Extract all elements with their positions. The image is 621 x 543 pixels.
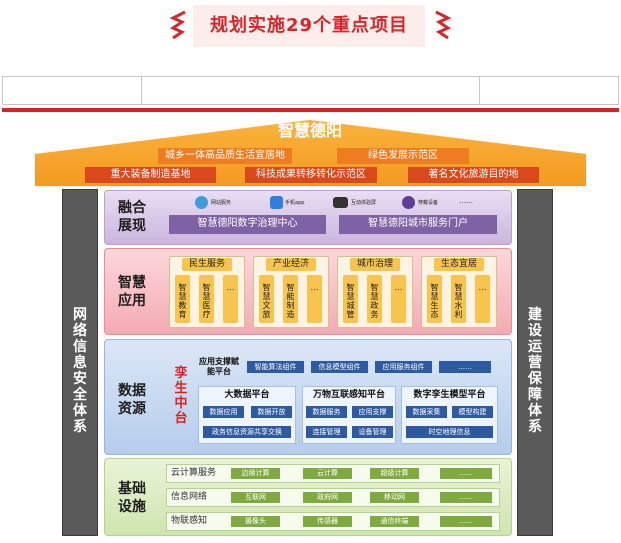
right-pillar-label: 建设运营保障体系 (528, 307, 542, 435)
group-head: 城市治理 (350, 258, 400, 271)
roof-goal: 著名文化旅游目的地 (408, 167, 539, 183)
portal-box: 智慧德阳城市服务门户 (339, 215, 497, 234)
group-head: 产业经济 (266, 258, 316, 271)
platform-item: 数据开放 (251, 406, 292, 418)
right-pillar (517, 189, 553, 536)
table-divider (479, 76, 480, 105)
layer-applications-label: 智慧应用 (118, 275, 146, 309)
platform-item: 数据采集 (406, 406, 447, 418)
infra-item: 边缘计算 (231, 468, 280, 479)
platform-title: 数字孪生模型平台 (413, 390, 486, 400)
support-item: 信息模型组件 (311, 361, 368, 373)
infra-item: 摄像头 (231, 516, 280, 527)
support-platform-label: 应用支撑赋能平台 (199, 357, 239, 376)
infra-item: …… (440, 516, 492, 527)
empty-table (2, 76, 619, 105)
group-head: 民生服务 (182, 258, 232, 271)
app-tile: 智慧教育 (175, 275, 190, 323)
wearable-icon (402, 196, 415, 209)
infra-row-label: 物联感知 (171, 516, 208, 526)
platform-item: 模型构建 (452, 406, 493, 418)
platform-title: 大数据平台 (224, 390, 270, 400)
roof-goal: 绿色发展示范区 (337, 148, 469, 164)
app-tile: 智慧生态 (427, 275, 442, 323)
platform-item: 政务信息资源共享交换 (203, 426, 291, 438)
layer-presentation-label: 融合展现 (118, 200, 146, 234)
platform-item: 数据服务 (306, 406, 347, 418)
left-pillar (62, 189, 98, 536)
layer-data-label: 数据资源 (118, 383, 146, 417)
globe-icon (195, 196, 208, 209)
app-label: 互动体验屏 (351, 200, 377, 206)
platform-title: 万物互联感知平台 (312, 390, 385, 400)
roof-title: 智慧德阳 (277, 121, 342, 140)
infra-item: 移动网 (370, 492, 419, 503)
left-ribbon-icon (170, 10, 186, 40)
infra-row-label: 云计算服务 (171, 468, 217, 478)
roof-goal: 重大装备制造基地 (85, 167, 216, 183)
roof-goal: 城乡一体高品质生活宜居地 (158, 148, 292, 164)
infra-item: 互联网 (231, 492, 280, 503)
more-label: …… (459, 197, 473, 205)
support-item: 应用服务组件 (375, 361, 432, 373)
infra-item: …… (440, 492, 492, 503)
app-tile: 智慧文旅 (259, 275, 274, 323)
platform-item: 数据应用 (203, 406, 244, 418)
platform-item: 时空地理信息 (406, 426, 493, 438)
infra-item: 传感器 (303, 516, 352, 527)
infra-item: 政府网 (303, 492, 352, 503)
left-pillar-label: 网络信息安全体系 (73, 307, 87, 435)
screen-icon (333, 197, 348, 208)
portal-box: 智慧德阳数字治理中心 (169, 215, 326, 234)
app-tile: 智慧政务 (367, 275, 382, 323)
app-label: 网站服务 (211, 200, 232, 206)
app-tile: … (391, 275, 406, 323)
app-tile: 智慧城管 (343, 275, 358, 323)
title-banner (193, 5, 425, 47)
twin-middle-platform-label: 孪生中台 (174, 366, 188, 426)
support-item: 智能算法组件 (247, 361, 304, 373)
infra-item: 云计算 (303, 468, 352, 479)
infra-item: 通信终端 (370, 516, 419, 527)
app-icon (270, 196, 283, 209)
roof-goal: 科技成果转移转化示范区 (245, 167, 377, 183)
layer-infrastructure-label: 基础设施 (118, 481, 146, 515)
app-tile: 智能制造 (283, 275, 298, 323)
app-tile: … (223, 275, 238, 323)
group-head: 生态宜居 (434, 258, 484, 271)
app-tile: … (307, 275, 322, 323)
page-title: 规划实施29个重点项目 (209, 15, 409, 36)
app-label: 手机app (285, 200, 305, 206)
red-separator (2, 108, 619, 112)
app-tile: … (475, 275, 490, 323)
infra-row-label: 信息网络 (171, 492, 208, 502)
infra-item: …… (440, 468, 492, 479)
app-label: 穿戴设备 (418, 200, 439, 206)
app-tile: 智慧水利 (451, 275, 466, 323)
platform-item: 应用支撑 (352, 406, 393, 418)
table-divider (141, 76, 142, 105)
app-tile: 智慧医疗 (199, 275, 214, 323)
right-ribbon-icon (435, 10, 451, 40)
platform-item: 连接管理 (306, 426, 347, 438)
support-item: …… (439, 361, 491, 373)
infra-item: 超级计算 (370, 468, 419, 479)
platform-item: 设备管理 (352, 426, 393, 438)
